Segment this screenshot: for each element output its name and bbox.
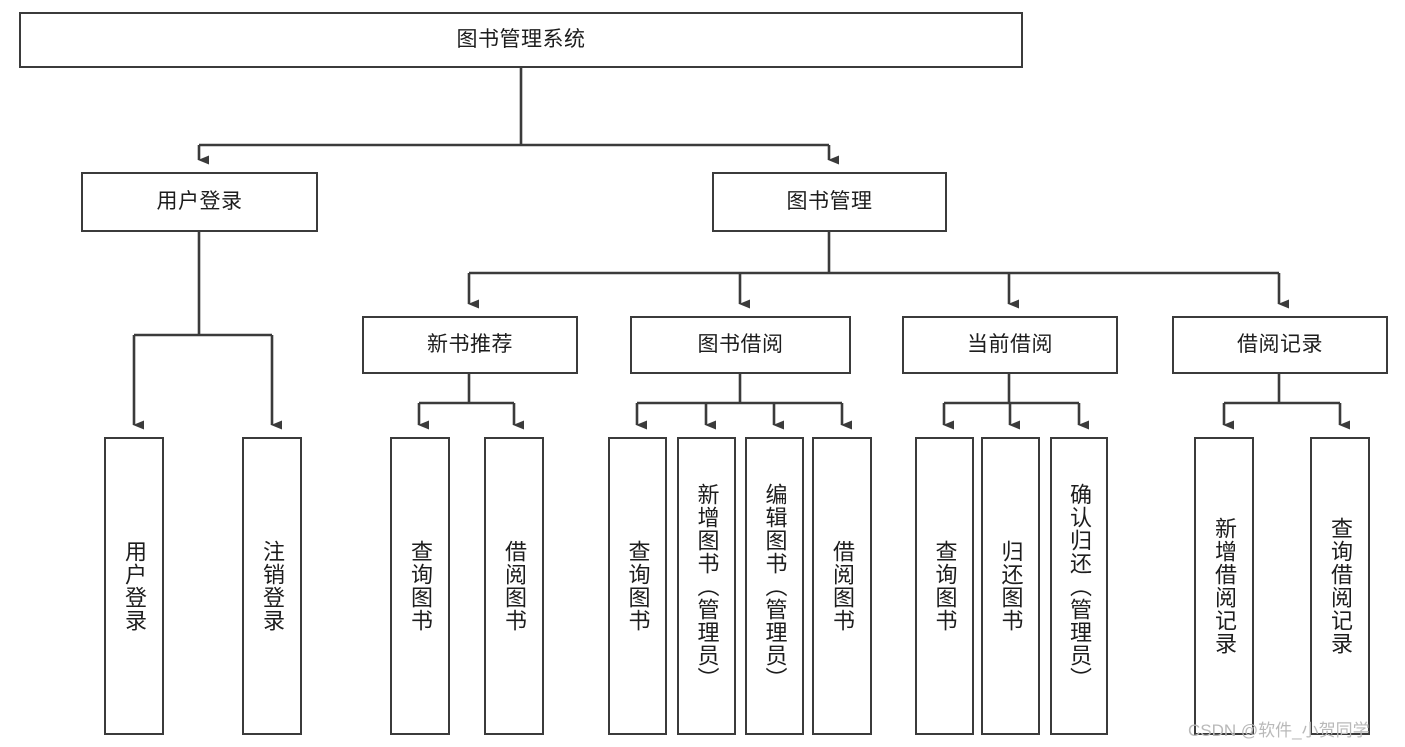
node-leaf-query-book-1-label: 查询图书 bbox=[407, 540, 433, 632]
node-leaf-borrow-book-2-label: 借阅图书 bbox=[829, 540, 855, 632]
node-leaf-borrow-book-1-label: 借阅图书 bbox=[501, 540, 527, 632]
node-current-borrow[interactable]: 当前借阅 bbox=[902, 316, 1118, 374]
node-borrow-record-label: 借阅记录 bbox=[1237, 333, 1323, 357]
node-leaf-edit-book[interactable]: 编辑图书（管理员） bbox=[745, 437, 804, 735]
node-leaf-borrow-book-2[interactable]: 借阅图书 bbox=[812, 437, 872, 735]
node-leaf-add-book[interactable]: 新增图书（管理员） bbox=[677, 437, 736, 735]
node-leaf-add-book-label: 新增图书（管理员） bbox=[694, 482, 720, 690]
node-user-login[interactable]: 用户登录 bbox=[81, 172, 318, 232]
node-book-manage[interactable]: 图书管理 bbox=[712, 172, 947, 232]
node-leaf-query-book-2[interactable]: 查询图书 bbox=[608, 437, 667, 735]
node-root[interactable]: 图书管理系统 bbox=[19, 12, 1023, 68]
node-user-login-label: 用户登录 bbox=[156, 190, 243, 214]
node-leaf-add-record[interactable]: 新增借阅记录 bbox=[1194, 437, 1254, 735]
node-borrow-record[interactable]: 借阅记录 bbox=[1172, 316, 1388, 374]
node-leaf-add-record-label: 新增借阅记录 bbox=[1211, 517, 1237, 655]
node-book-borrow-label: 图书借阅 bbox=[697, 333, 784, 357]
node-book-borrow[interactable]: 图书借阅 bbox=[630, 316, 851, 374]
node-leaf-logout-label: 注销登录 bbox=[259, 540, 285, 632]
node-leaf-user-login-label: 用户登录 bbox=[121, 540, 147, 632]
node-book-manage-label: 图书管理 bbox=[786, 190, 873, 214]
node-leaf-return-book[interactable]: 归还图书 bbox=[981, 437, 1040, 735]
node-leaf-user-login[interactable]: 用户登录 bbox=[104, 437, 164, 735]
node-leaf-edit-book-label: 编辑图书（管理员） bbox=[762, 482, 788, 690]
node-leaf-query-book-3[interactable]: 查询图书 bbox=[915, 437, 974, 735]
node-new-book-rec[interactable]: 新书推荐 bbox=[362, 316, 578, 374]
node-leaf-query-book-1[interactable]: 查询图书 bbox=[390, 437, 450, 735]
node-leaf-query-book-2-label: 查询图书 bbox=[625, 540, 651, 632]
node-leaf-confirm-return[interactable]: 确认归还（管理员） bbox=[1050, 437, 1108, 735]
node-leaf-query-record-label: 查询借阅记录 bbox=[1327, 517, 1353, 655]
node-current-borrow-label: 当前借阅 bbox=[967, 333, 1053, 357]
node-new-book-rec-label: 新书推荐 bbox=[427, 333, 513, 357]
node-leaf-return-book-label: 归还图书 bbox=[998, 540, 1024, 632]
node-leaf-query-record[interactable]: 查询借阅记录 bbox=[1310, 437, 1370, 735]
node-root-label: 图书管理系统 bbox=[456, 28, 586, 52]
node-leaf-confirm-return-label: 确认归还（管理员） bbox=[1066, 482, 1092, 690]
node-leaf-borrow-book-1[interactable]: 借阅图书 bbox=[484, 437, 544, 735]
node-leaf-logout[interactable]: 注销登录 bbox=[242, 437, 302, 735]
node-leaf-query-book-3-label: 查询图书 bbox=[932, 540, 958, 632]
